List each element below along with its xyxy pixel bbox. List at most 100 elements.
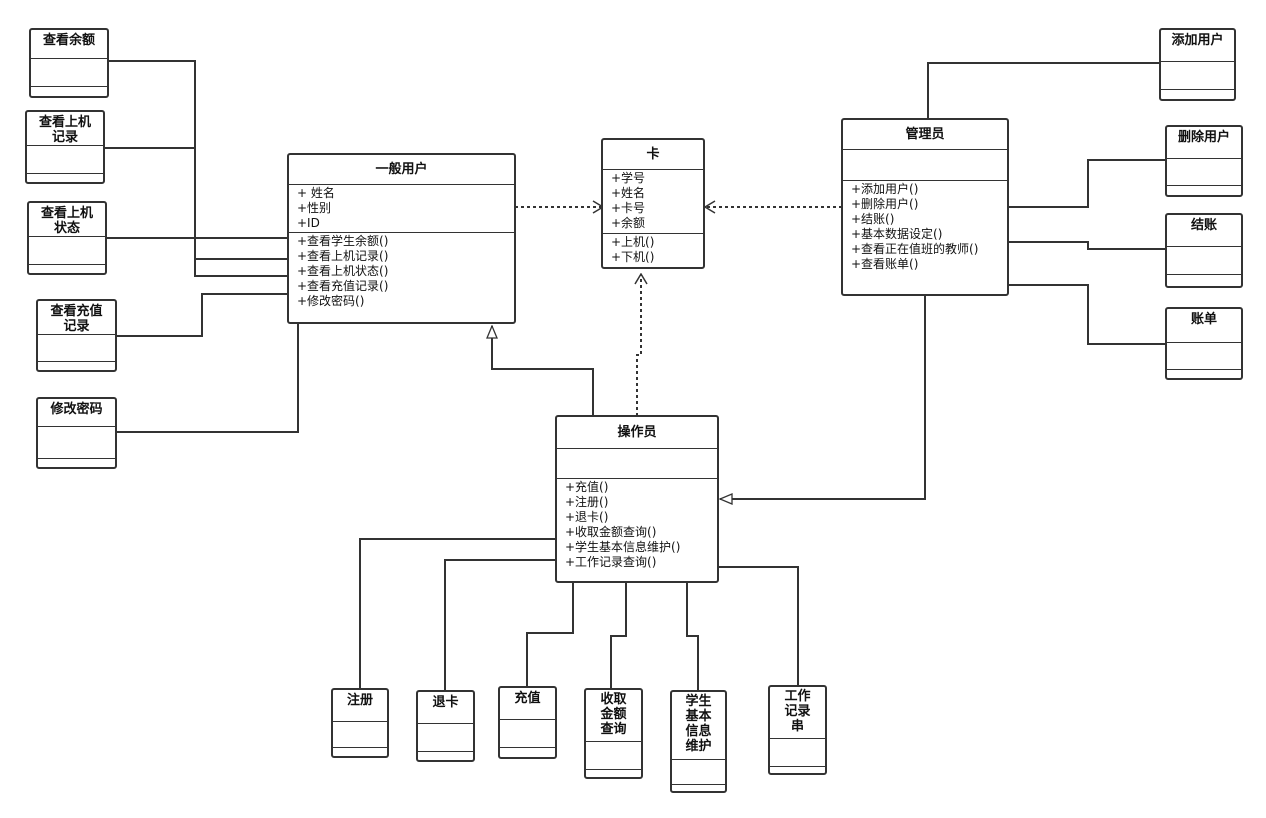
class-admin[interactable]: 管理员 +添加用户()+删除用户()+结账()+基本数据设定()+查看正在值班的… bbox=[841, 118, 1009, 296]
box-checkout[interactable]: 结账 bbox=[1165, 213, 1243, 288]
box-delete-user[interactable]: 删除用户 bbox=[1165, 125, 1243, 197]
member-row: +删除用户() bbox=[851, 197, 919, 211]
box-refund-card[interactable]: 退卡 bbox=[416, 690, 475, 762]
class-title: 卡 bbox=[603, 140, 703, 170]
class-card[interactable]: 卡 +学号+姓名+卡号+余额 +上机()+下机() bbox=[601, 138, 705, 269]
member-row: +学生基本信息维护() bbox=[565, 540, 681, 554]
box-section bbox=[770, 739, 825, 767]
member-row: +充值() bbox=[565, 480, 609, 494]
box-change-password[interactable]: 修改密码 bbox=[36, 397, 117, 469]
box-section bbox=[27, 174, 103, 182]
conn-bill bbox=[1008, 284, 1166, 344]
box-section bbox=[29, 265, 105, 273]
box-section bbox=[31, 87, 107, 96]
class-title: 管理员 bbox=[843, 120, 1007, 150]
box-section bbox=[1167, 275, 1241, 286]
box-view-log-status[interactable]: 查看上机 状态 bbox=[27, 201, 107, 275]
box-section bbox=[27, 146, 103, 174]
box-section bbox=[1161, 62, 1234, 90]
box-view-recharge-record[interactable]: 查看充值 记录 bbox=[36, 299, 117, 372]
conn-work-record bbox=[698, 562, 799, 685]
box-title: 添加用户 bbox=[1161, 30, 1234, 62]
box-title: 退卡 bbox=[418, 692, 473, 724]
conn-view-log-record bbox=[104, 147, 308, 264]
box-section bbox=[1167, 186, 1241, 195]
class-operator[interactable]: 操作员 +充值()+注册()+退卡()+收取金额查询()+学生基本信息维护()+… bbox=[555, 415, 719, 583]
generalization-operator-to-general bbox=[492, 326, 594, 416]
box-title: 修改密码 bbox=[38, 399, 115, 427]
box-section bbox=[333, 722, 387, 748]
member-row: +查看账单() bbox=[851, 257, 919, 271]
conn-change-password bbox=[116, 303, 303, 433]
box-work-record[interactable]: 工作 记录 串 bbox=[768, 685, 827, 775]
conn-view-recharge bbox=[116, 289, 308, 337]
member-row: +收取金额查询() bbox=[565, 525, 657, 539]
box-section bbox=[38, 427, 115, 459]
box-title: 注册 bbox=[333, 690, 387, 722]
box-title: 查看余额 bbox=[31, 30, 107, 59]
box-section bbox=[672, 785, 725, 791]
attributes-section: + 姓名+性别+ID bbox=[289, 185, 514, 233]
box-title: 账单 bbox=[1167, 309, 1241, 343]
member-row: +注册() bbox=[565, 495, 609, 509]
member-row: +学号 bbox=[611, 171, 646, 185]
member-row: +卡号 bbox=[611, 201, 646, 215]
box-title: 查看充值 记录 bbox=[38, 301, 115, 335]
box-section bbox=[770, 767, 825, 773]
box-section bbox=[1167, 370, 1241, 378]
attributes-section bbox=[843, 150, 1007, 181]
box-section bbox=[38, 362, 115, 370]
conn-checkout bbox=[988, 237, 1166, 250]
box-student-info[interactable]: 学生 基本 信息 维护 bbox=[670, 690, 727, 793]
member-row: +余额 bbox=[611, 216, 646, 230]
box-section bbox=[586, 770, 641, 777]
conn-add-user bbox=[923, 62, 1160, 139]
member-row: +退卡() bbox=[565, 510, 609, 524]
methods-section: +充值()+注册()+退卡()+收取金额查询()+学生基本信息维护()+工作记录… bbox=[557, 479, 717, 581]
box-section bbox=[29, 237, 105, 265]
box-bill[interactable]: 账单 bbox=[1165, 307, 1243, 380]
conn-fee-query bbox=[610, 562, 631, 690]
box-title: 收取 金额 查询 bbox=[586, 690, 641, 742]
box-register[interactable]: 注册 bbox=[331, 688, 389, 758]
conn-refund bbox=[444, 555, 576, 692]
box-title: 查看上机 记录 bbox=[27, 112, 103, 146]
attributes-section bbox=[557, 449, 717, 479]
box-section bbox=[1167, 343, 1241, 370]
conn-register bbox=[359, 534, 576, 690]
box-title: 工作 记录 串 bbox=[770, 687, 825, 739]
conn-recharge bbox=[526, 562, 578, 687]
box-section bbox=[672, 760, 725, 785]
box-title: 学生 基本 信息 维护 bbox=[672, 692, 725, 760]
member-row: +修改密码() bbox=[297, 294, 365, 308]
box-fee-query[interactable]: 收取 金额 查询 bbox=[584, 688, 643, 779]
member-row: +查看充值记录() bbox=[297, 279, 389, 293]
conn-view-balance bbox=[108, 60, 308, 281]
box-recharge[interactable]: 充值 bbox=[498, 686, 557, 759]
box-view-balance[interactable]: 查看余额 bbox=[29, 28, 109, 98]
box-section bbox=[586, 742, 641, 770]
class-title: 一般用户 bbox=[289, 155, 514, 185]
conn-student-info bbox=[682, 562, 699, 690]
box-add-user[interactable]: 添加用户 bbox=[1159, 28, 1236, 101]
methods-section: +添加用户()+删除用户()+结账()+基本数据设定()+查看正在值班的教师()… bbox=[843, 181, 1007, 294]
box-section bbox=[500, 748, 555, 757]
member-row: +查看上机记录() bbox=[297, 249, 389, 263]
member-row: + 姓名 bbox=[297, 186, 335, 200]
methods-section: +查看学生余额()+查看上机记录()+查看上机状态()+查看充值记录()+修改密… bbox=[289, 233, 514, 322]
member-row: +工作记录查询() bbox=[565, 555, 657, 569]
box-title: 充值 bbox=[500, 688, 555, 720]
member-row: +查看正在值班的教师() bbox=[851, 242, 979, 256]
member-row: +添加用户() bbox=[851, 182, 919, 196]
box-title: 结账 bbox=[1167, 215, 1241, 247]
box-section bbox=[1161, 90, 1234, 99]
box-section bbox=[1167, 159, 1241, 186]
box-view-log-record[interactable]: 查看上机 记录 bbox=[25, 110, 105, 184]
box-section bbox=[31, 59, 107, 87]
class-general-user[interactable]: 一般用户 + 姓名+性别+ID +查看学生余额()+查看上机记录()+查看上机状… bbox=[287, 153, 516, 324]
box-section bbox=[418, 724, 473, 752]
box-title: 查看上机 状态 bbox=[29, 203, 105, 237]
methods-section: +上机()+下机() bbox=[603, 234, 703, 267]
member-row: +性别 bbox=[297, 201, 332, 215]
